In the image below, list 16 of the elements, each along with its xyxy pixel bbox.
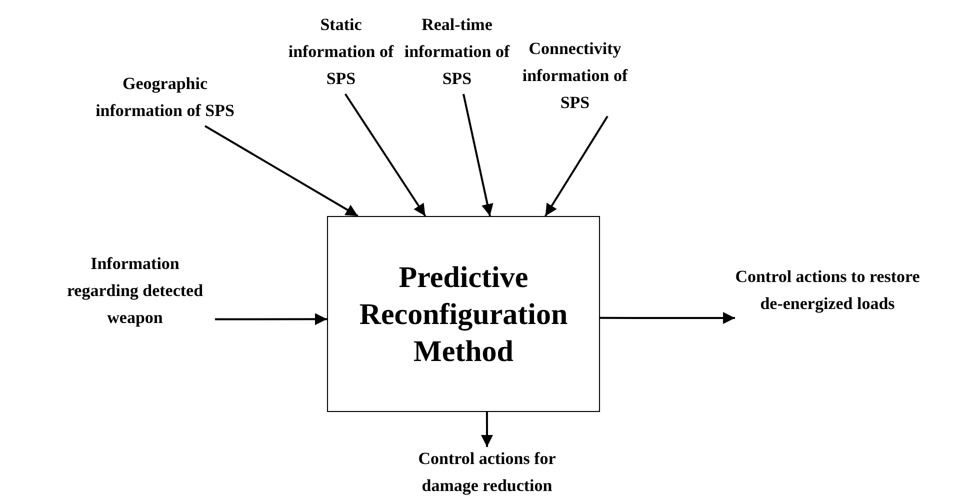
flow-label: Geographic information of SPS	[94, 73, 236, 122]
flow-label: Control actions for damage reduction	[417, 448, 557, 497]
flow-label: Real-time information of SPS	[403, 14, 511, 90]
arrow	[462, 94, 494, 216]
arrow	[544, 116, 608, 217]
flow-label: Connectivity information of SPS	[521, 38, 629, 114]
arrow	[204, 125, 358, 217]
arrow	[600, 312, 735, 324]
flow-label: Control actions to restore de-energized loads	[735, 266, 920, 315]
arrow	[481, 412, 493, 447]
flow-label: Static information of SPS	[287, 14, 395, 90]
process-box	[327, 216, 600, 412]
arrow	[344, 93, 426, 217]
flow-label: Information regarding detected weapon	[66, 252, 204, 329]
process-title: Predictive Reconfiguration Method	[358, 260, 569, 370]
arrow	[215, 313, 327, 326]
